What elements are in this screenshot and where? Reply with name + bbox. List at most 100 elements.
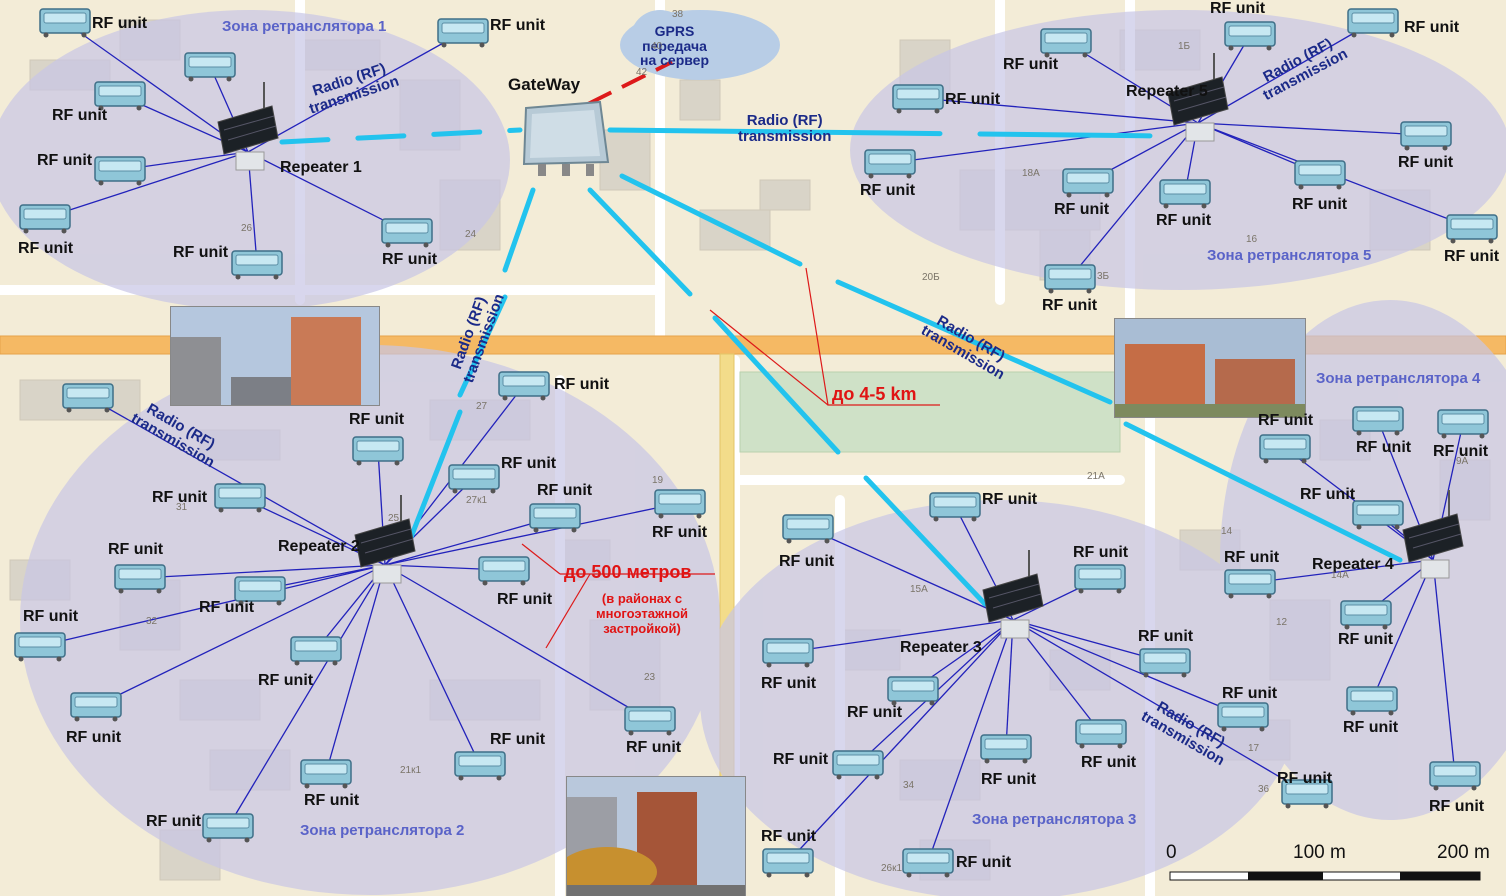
rf-unit-icon: [1074, 564, 1126, 594]
unit-link: [787, 619, 1014, 653]
zone-label-1: Зона ретранслятора 1: [222, 18, 387, 35]
rf-unit-icon: [448, 464, 500, 494]
zone-label-5: Зона ретранслятора 5: [1207, 247, 1372, 264]
rf-unit-icon: [352, 436, 404, 466]
unit-link: [247, 151, 258, 265]
map-house-number: 12: [1276, 617, 1288, 628]
rf-unit-icon: [202, 813, 254, 843]
unit-link: [787, 619, 1014, 863]
map-house-number: 42: [636, 67, 648, 78]
map-house-number: 27: [476, 401, 488, 412]
scale-bar: [1169, 871, 1481, 881]
rf-unit-label: RF unit: [1343, 719, 1399, 736]
rf-unit-label: RF unit: [860, 182, 916, 199]
rf-unit-icon: [887, 676, 939, 706]
rf-unit-icon: [70, 692, 122, 722]
rf-unit-icon: [478, 556, 530, 586]
unit-link: [1012, 619, 1244, 717]
rf-unit-icon: [300, 759, 352, 789]
rf-unit-icon: [864, 149, 916, 179]
map-house-number: 34: [903, 780, 915, 791]
rf-unit-label: RF unit: [52, 107, 108, 124]
rf-unit-label: RF unit: [490, 17, 546, 34]
repeater-label-5: Repeater 5: [1126, 83, 1208, 100]
rf-unit-label: RF unit: [1429, 798, 1485, 815]
rf-unit-label: RF unit: [537, 482, 593, 499]
map-house-number: 21А: [1087, 471, 1105, 482]
map-house-number: 26: [241, 223, 253, 234]
rf-unit-icon: [1281, 779, 1333, 809]
rf-unit-icon: [980, 734, 1032, 764]
rf-unit-label: RF unit: [945, 91, 1001, 108]
rf-unit-icon: [1224, 569, 1276, 599]
map-house-number: 1Б: [1178, 41, 1191, 52]
rf-unit-label: RF unit: [1433, 443, 1489, 460]
rf-unit-label: RF unit: [1277, 770, 1333, 787]
rf-unit-label: RF unit: [981, 771, 1037, 788]
map-house-number: 24: [465, 229, 477, 240]
rf-unit-icon: [1062, 168, 1114, 198]
rf-unit-icon: [1352, 500, 1404, 530]
map-house-number: 32: [146, 616, 158, 627]
rf-unit-label: RF unit: [304, 792, 360, 809]
rf-text-2: Radio (RF) transmission: [738, 112, 832, 145]
unit-link: [95, 564, 386, 707]
rf-unit-icon: [94, 156, 146, 186]
rf-unit-label: RF unit: [956, 854, 1012, 871]
rf-unit-icon: [231, 250, 283, 280]
unit-link: [325, 564, 386, 774]
unit-link: [139, 564, 386, 579]
map-house-number: 27к1: [466, 495, 488, 506]
rf-unit-icon: [1075, 719, 1127, 749]
photo-street-1: [170, 306, 380, 406]
rf-unit-label: RF unit: [37, 152, 93, 169]
gprs-label: GPRS передача на сервер: [640, 23, 710, 69]
rf-unit-label: RF unit: [497, 591, 553, 608]
rf-unit-icon: [498, 371, 550, 401]
rf-trunk-links: [279, 127, 1403, 607]
rf-unit-icon: [19, 204, 71, 234]
rf-unit-icon: [892, 84, 944, 114]
repeater-label-4: Repeater 4: [1312, 556, 1394, 573]
unit-link: [384, 502, 681, 566]
unit-link: [1432, 559, 1456, 776]
rf-unit-label: RF unit: [1210, 0, 1266, 17]
rf-unit-label: RF unit: [173, 244, 229, 261]
rf-unit-icon: [1346, 686, 1398, 716]
rf-unit-icon: [290, 636, 342, 666]
rf-unit-icon: [1400, 121, 1452, 151]
unit-link: [64, 21, 249, 153]
rf-unit-icon: [1040, 28, 1092, 58]
rf-unit-icon: [832, 750, 884, 780]
unit-link: [1197, 122, 1427, 136]
rf-unit-label: RF unit: [501, 455, 557, 472]
zone-label-3: Зона ретранслятора 3: [972, 811, 1137, 828]
unit-link: [1069, 122, 1199, 279]
map-house-number: 36: [1258, 784, 1270, 795]
rf-unit-icon: [94, 81, 146, 111]
unit-link: [384, 564, 651, 721]
rf-unit-icon: [437, 18, 489, 48]
repeater-label-1: Repeater 1: [280, 159, 362, 176]
unit-link: [384, 564, 481, 766]
rf-unit-icon: [929, 492, 981, 522]
scale-end: 200 m: [1437, 842, 1490, 863]
map-house-number: 17: [1248, 743, 1260, 754]
map-house-number: 3Б: [1097, 271, 1110, 282]
rf-unit-label: RF unit: [108, 541, 164, 558]
rf-unit-icon: [1224, 21, 1276, 51]
rf-unit-label: RF unit: [66, 729, 122, 746]
rf-unit-icon: [1340, 600, 1392, 630]
rf-unit-label: RF unit: [490, 731, 546, 748]
distance-short: до 500 метров: [564, 562, 692, 582]
rf-unit-icon: [184, 52, 236, 82]
rf-unit-icon: [62, 383, 114, 413]
rf-unit-icon: [1446, 214, 1498, 244]
unit-link: [44, 151, 249, 219]
rf-unit-label: RF unit: [1222, 685, 1278, 702]
rf-unit-label: RF unit: [1138, 628, 1194, 645]
rf-unit-label: RF unit: [199, 599, 255, 616]
rf-unit-label: RF unit: [1081, 754, 1137, 771]
rf-unit-label: RF unit: [773, 751, 829, 768]
